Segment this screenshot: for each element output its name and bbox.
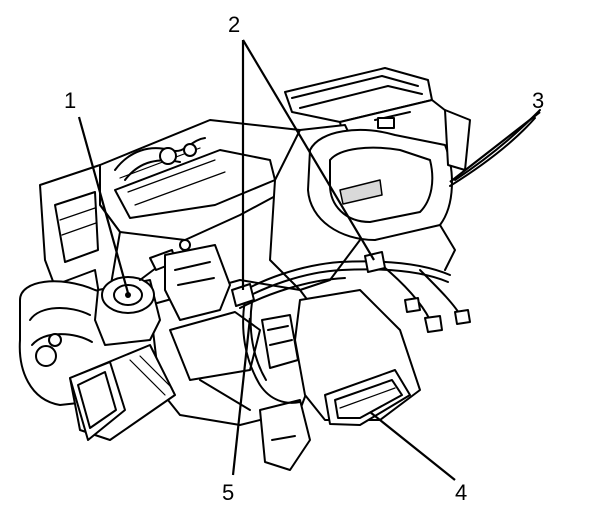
callout-5: 5 xyxy=(222,480,235,505)
leader-line-4 xyxy=(369,411,456,481)
leader-line-3 xyxy=(449,111,541,183)
callout-4: 4 xyxy=(455,480,468,505)
floor-outlet-duct xyxy=(69,344,176,441)
leader-lines xyxy=(77,39,541,481)
harness-clips xyxy=(231,251,386,307)
leader-line-2b xyxy=(242,39,375,261)
callout-2: 2 xyxy=(228,12,241,37)
callout-3: 3 xyxy=(532,88,545,113)
leader-line-5 xyxy=(231,317,252,476)
center-bracket xyxy=(164,239,231,321)
panel-outlet-duct xyxy=(261,289,421,426)
wiring-harness xyxy=(234,109,541,404)
callout-1: 1 xyxy=(64,88,77,113)
upper-housing xyxy=(99,119,306,241)
heater-case xyxy=(269,109,471,291)
leader-line-1 xyxy=(77,116,130,294)
